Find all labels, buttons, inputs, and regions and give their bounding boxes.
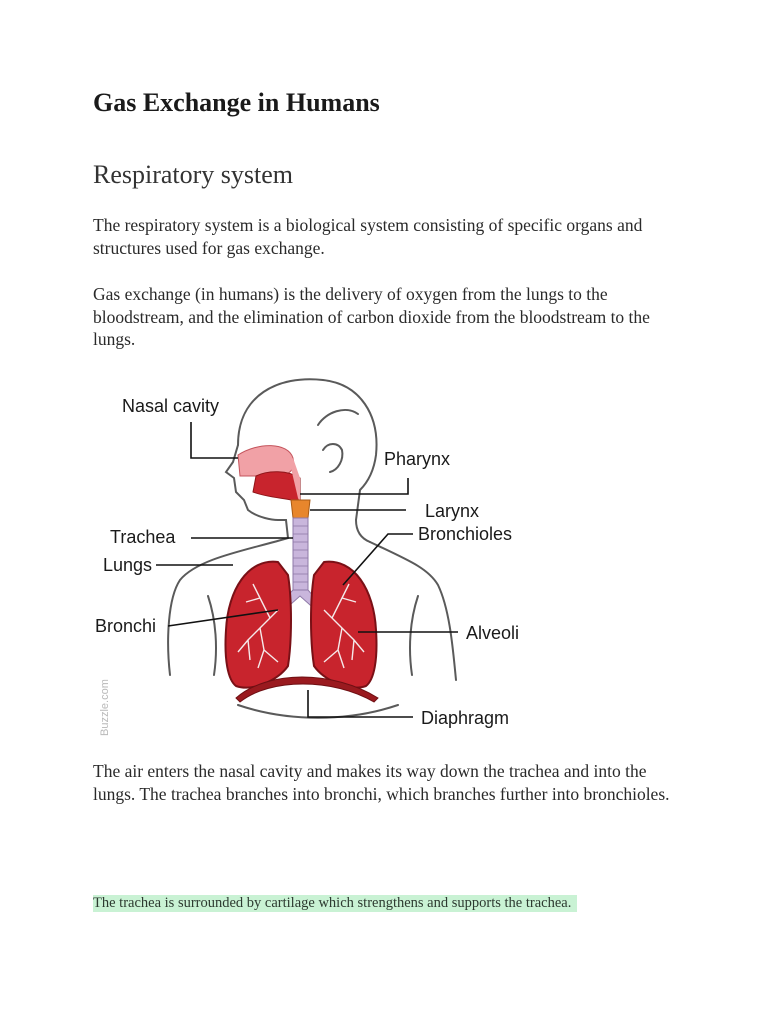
nasal-cavity-illustration: [237, 445, 301, 503]
label-pharynx: Pharynx: [384, 449, 450, 469]
page-title: Gas Exchange in Humans: [93, 88, 380, 117]
label-bronchi: Bronchi: [95, 616, 156, 636]
label-nasal-cavity: Nasal cavity: [122, 396, 219, 416]
paragraph-definition: The respiratory system is a biological s…: [93, 215, 643, 258]
leader-lines: [156, 422, 458, 718]
diaphragm-illustration: [235, 676, 379, 703]
section-heading: Respiratory system: [93, 160, 294, 189]
label-lungs: Lungs: [103, 555, 152, 575]
watermark: Buzzle.com: [99, 679, 111, 736]
body-outline: [167, 378, 457, 719]
highlighted-note: The trachea is surrounded by cartilage w…: [93, 893, 578, 914]
label-larynx: Larynx: [425, 501, 479, 521]
larynx-illustration: [290, 499, 311, 519]
left-lung-illustration: [224, 560, 292, 689]
label-diaphragm: Diaphragm: [421, 708, 509, 728]
respiratory-system-diagram: Nasal cavity Pharynx Larynx Trachea Bron…: [95, 378, 519, 736]
highlighted-note-text: The trachea is surrounded by cartilage w…: [93, 895, 578, 912]
label-alveoli: Alveoli: [466, 623, 519, 643]
label-trachea: Trachea: [110, 527, 176, 547]
paragraph-airflow: The air enters the nasal cavity and make…: [93, 761, 670, 804]
right-lung-illustration: [310, 560, 378, 689]
paragraph-gas-exchange: Gas exchange (in humans) is the delivery…: [93, 284, 650, 349]
label-bronchioles: Bronchioles: [418, 524, 512, 544]
